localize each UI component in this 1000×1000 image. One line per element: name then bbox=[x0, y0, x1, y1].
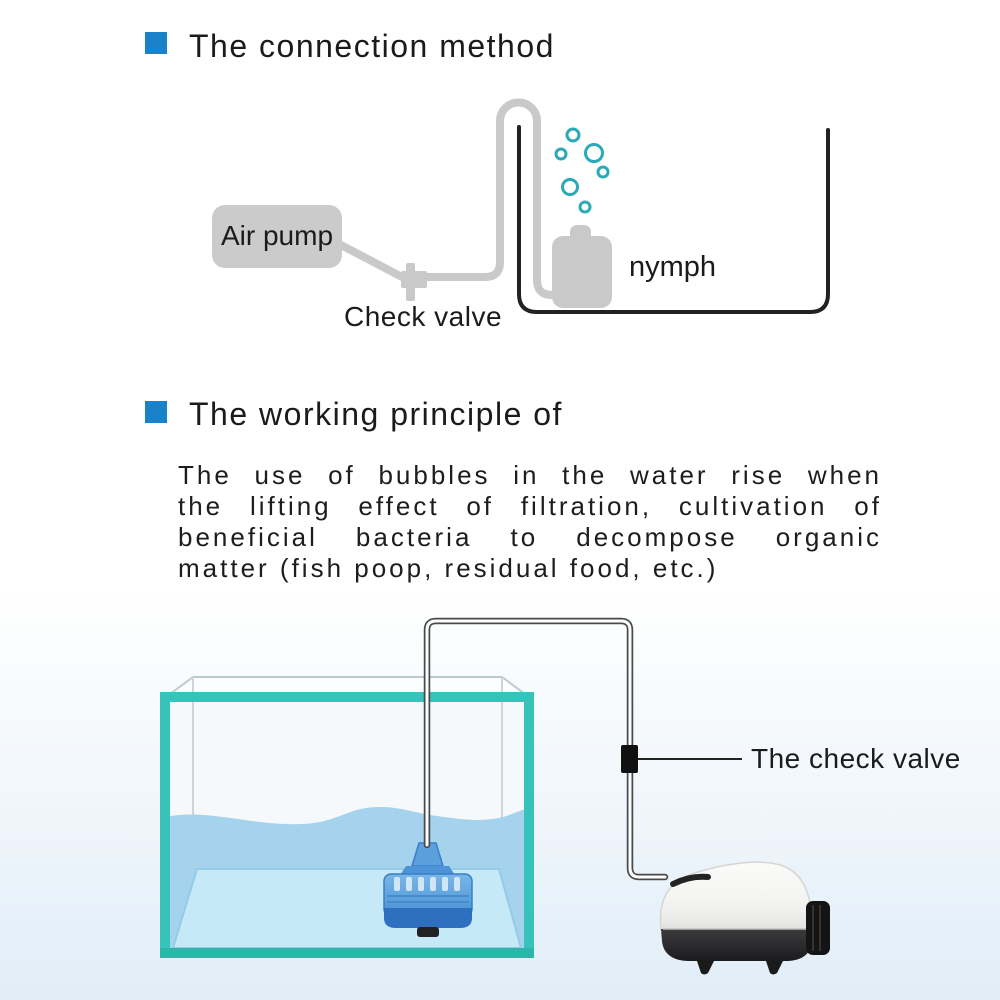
air-pump-base bbox=[661, 929, 813, 961]
bubble bbox=[561, 178, 579, 196]
filter-slot bbox=[418, 877, 424, 891]
check-valve-cross bbox=[401, 263, 427, 301]
section-connection-title: The connection method bbox=[189, 28, 555, 64]
filter-slot bbox=[406, 877, 412, 891]
bubble bbox=[565, 127, 581, 143]
air-pump-device bbox=[659, 861, 830, 975]
bubble bbox=[578, 200, 592, 214]
air-tube-inner bbox=[425, 619, 667, 879]
air-tube-line bbox=[337, 98, 564, 299]
blue-square-bullet-icon bbox=[145, 32, 167, 54]
principle-paragraph: The use of bubbles in the water rise whe… bbox=[178, 460, 882, 584]
tank-illustration bbox=[160, 617, 830, 975]
the-check-valve-label: The check valve bbox=[751, 743, 961, 774]
paragraph-line: the lifting effect of filtration, cultiv… bbox=[178, 491, 882, 521]
air-pump-foot bbox=[766, 961, 783, 975]
paragraph-line: The use of bubbles in the water rise whe… bbox=[178, 460, 882, 490]
tank-frame-bottom bbox=[160, 948, 534, 958]
sponge-filter-nub bbox=[417, 927, 439, 937]
check-valve-cross-body bbox=[401, 271, 427, 288]
tank-frame-top bbox=[160, 692, 534, 702]
check-valve-label: Check valve bbox=[344, 301, 503, 332]
filter-slot bbox=[442, 877, 448, 891]
tank-outline bbox=[517, 125, 830, 314]
tank-frame-left bbox=[160, 692, 170, 958]
sponge-filter bbox=[383, 842, 473, 937]
air-pump-label: Air pump bbox=[220, 220, 334, 251]
air-pump-box bbox=[212, 205, 342, 268]
filter-slot bbox=[394, 877, 400, 891]
bubble bbox=[584, 143, 604, 163]
sponge-filter-slots bbox=[394, 877, 460, 891]
nymph-filter bbox=[552, 225, 612, 308]
filter-slot bbox=[454, 877, 460, 891]
air-tube bbox=[423, 617, 669, 881]
check-valve bbox=[621, 745, 638, 773]
section-principle-title: The working principle of bbox=[189, 396, 563, 432]
air-pump-foot bbox=[697, 961, 714, 975]
sponge-filter-base bbox=[384, 908, 472, 928]
bubble bbox=[596, 165, 610, 179]
bubble bbox=[554, 147, 568, 161]
paragraph-line: matter (fish poop, residual food, etc.) bbox=[178, 553, 719, 583]
air-pump-intake-slot bbox=[670, 873, 711, 887]
sponge-filter-collar bbox=[400, 866, 455, 875]
nymph-filter-body bbox=[552, 236, 612, 308]
nymph-label: nymph bbox=[629, 251, 717, 283]
air-pump-dome bbox=[659, 861, 814, 931]
section-principle-heading: The working principle of bbox=[145, 397, 563, 431]
section-connection-heading: The connection method bbox=[145, 29, 555, 63]
paragraph-line: beneficial bacteria to decompose organic bbox=[178, 522, 882, 552]
blue-square-bullet-icon bbox=[145, 401, 167, 423]
air-pump-knob bbox=[806, 901, 830, 955]
fish-tank bbox=[160, 676, 534, 958]
tank-frame-right bbox=[524, 692, 534, 958]
bubbles bbox=[554, 127, 610, 214]
connection-diagram bbox=[212, 98, 830, 314]
filter-slot bbox=[430, 877, 436, 891]
